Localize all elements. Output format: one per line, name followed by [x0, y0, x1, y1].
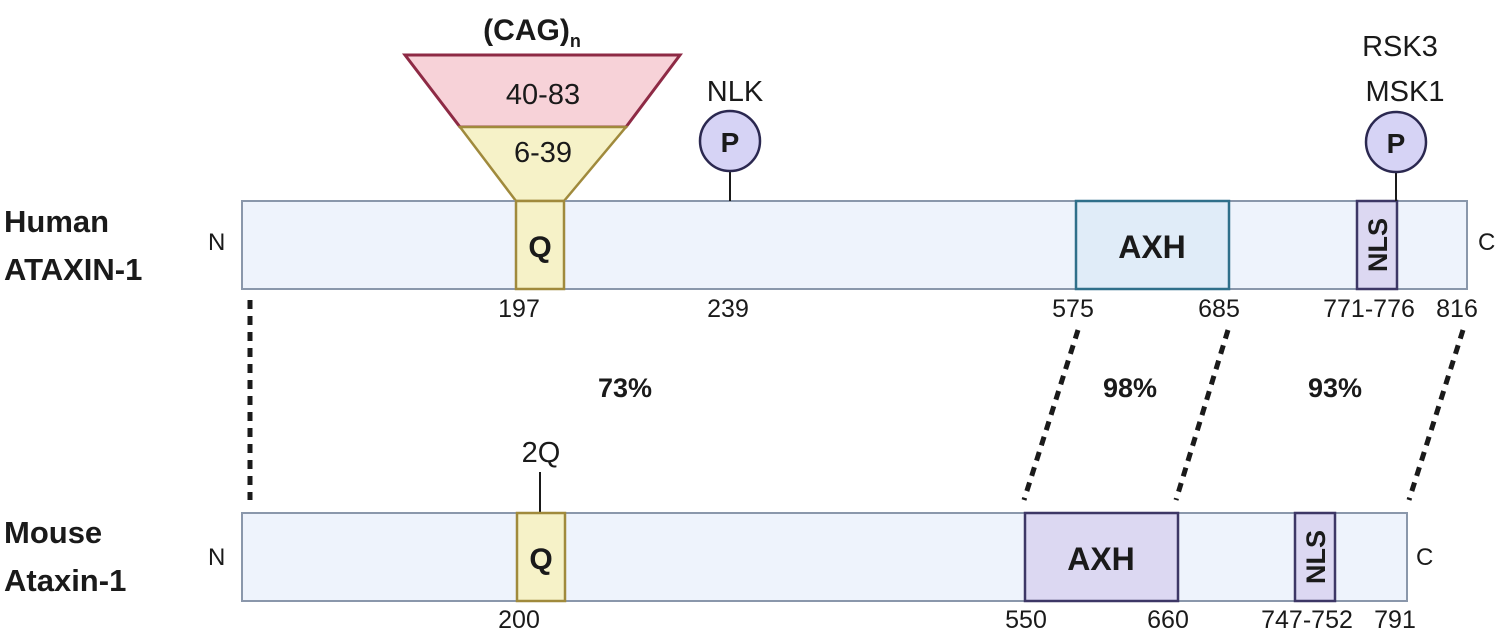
connector-axh-start	[1021, 329, 1081, 501]
cag-label: (CAG)n	[483, 14, 581, 51]
mouse-protein-bar	[241, 512, 1408, 602]
cag-expanded-range: 40-83	[506, 79, 580, 111]
human-position-771-776: 771-776	[1323, 295, 1415, 323]
mouse-position-550: 550	[1005, 606, 1047, 634]
connector-axh-end	[1173, 329, 1231, 501]
mouse-name-line1: Mouse	[4, 515, 102, 550]
human-c-terminus: C	[1478, 229, 1495, 256]
homology-c-terminal: 93%	[1308, 373, 1362, 403]
human-position-685: 685	[1198, 295, 1240, 323]
human-name-line1: Human	[4, 204, 109, 239]
nlk-phospho-site	[698, 109, 762, 173]
human-position-816: 816	[1436, 295, 1478, 323]
cag-subscript: n	[570, 31, 581, 51]
human-name-line2: ATAXIN-1	[4, 252, 142, 287]
homology-axh: 98%	[1103, 373, 1157, 403]
human-axh-label: AXH	[1118, 229, 1186, 265]
nlk-kinase-label: NLK	[707, 76, 764, 108]
msk1-kinase-label: MSK1	[1366, 76, 1445, 108]
mouse-c-terminus: C	[1416, 544, 1433, 571]
cag-repeat-funnel: (CAG)n 40-83 6-39	[401, 14, 683, 203]
human-polyq-label: Q	[528, 231, 551, 264]
mouse-position-200: 200	[498, 606, 540, 634]
mouse-axh-label: AXH	[1067, 541, 1135, 577]
human-axh-domain	[1074, 199, 1231, 291]
human-protein-bar	[241, 200, 1468, 290]
homology-connectors	[247, 300, 1466, 501]
human-nls-domain	[1355, 199, 1399, 291]
human-nls-label: NLS	[1363, 218, 1393, 272]
rsk3-msk1-phospho-label: P	[1387, 128, 1406, 159]
mouse-position-791: 791	[1374, 606, 1416, 634]
mouse-polyq-label: Q	[529, 543, 552, 576]
human-polyq-domain	[514, 199, 566, 291]
rsk3-msk1-phospho-site	[1364, 110, 1428, 174]
mouse-n-terminus: N	[208, 544, 225, 571]
human-ataxin-1: Human ATAXIN-1 N C Q AXH NLS P NLK P RSK…	[4, 31, 1495, 323]
mouse-repeat-label: 2Q	[522, 437, 561, 469]
human-position-197: 197	[498, 295, 540, 323]
mouse-axh-domain	[1023, 511, 1180, 603]
mouse-name-line2: Ataxin-1	[4, 563, 126, 598]
mouse-polyq-domain	[515, 511, 567, 603]
mouse-nls-domain	[1293, 511, 1337, 603]
mouse-position-660: 660	[1147, 606, 1189, 634]
human-n-terminus: N	[208, 229, 225, 256]
human-position-239: 239	[707, 295, 749, 323]
mouse-ataxin-1: Mouse Ataxin-1 N C 2Q Q AXH NLS 200 550 …	[4, 437, 1433, 634]
rsk3-kinase-label: RSK3	[1362, 31, 1438, 63]
cag-normal-range: 6-39	[514, 137, 572, 169]
mouse-position-747-752: 747-752	[1261, 606, 1353, 634]
homology-n-terminal: 73%	[598, 373, 652, 403]
mouse-nls-label: NLS	[1301, 530, 1331, 584]
human-position-575: 575	[1052, 295, 1094, 323]
connector-c-terminus	[1406, 329, 1466, 501]
nlk-phospho-label: P	[721, 127, 740, 158]
